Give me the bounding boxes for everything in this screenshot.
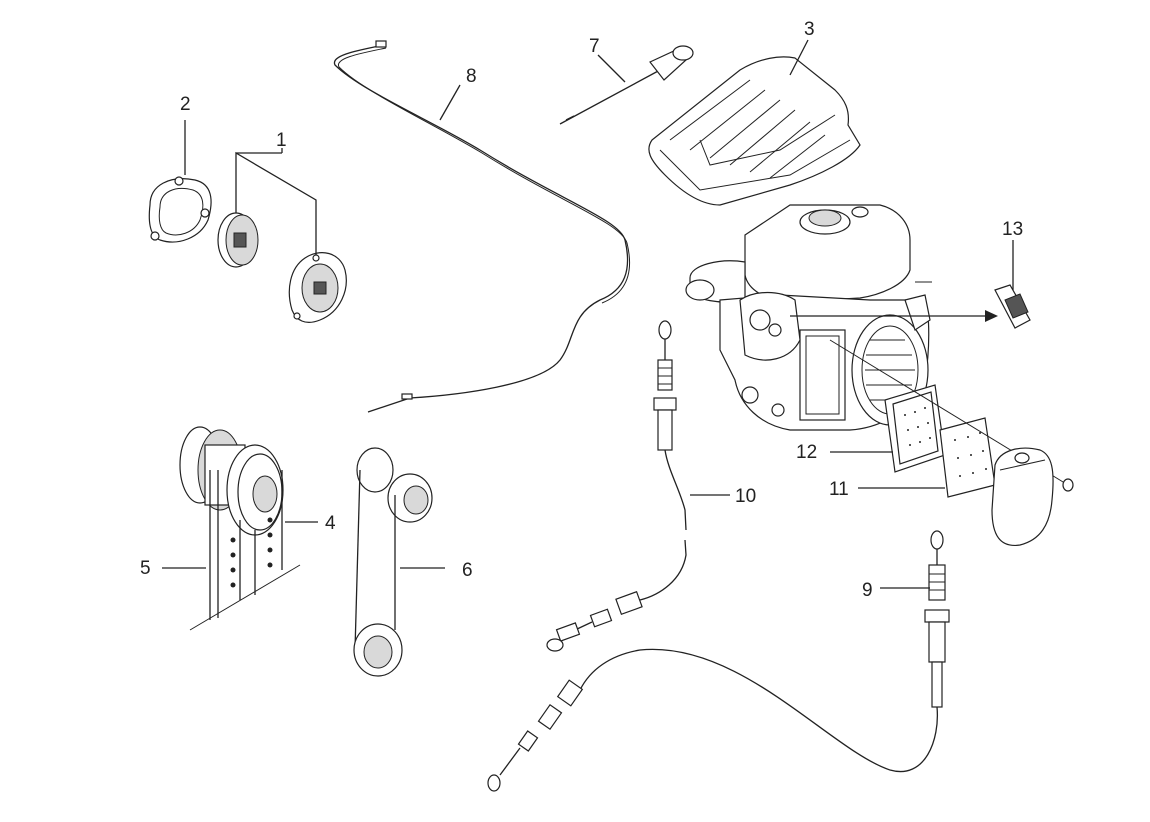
- callout-12: 12: [796, 442, 817, 463]
- spark-plug-arrow: [790, 310, 998, 322]
- callout-3: 3: [804, 19, 815, 40]
- callout-10: 10: [735, 486, 756, 507]
- callout-1: 1: [276, 130, 287, 151]
- part-9-control-cable: [487, 530, 950, 792]
- part-13-spark-plug: [994, 284, 1031, 329]
- part-7-dipstick: [559, 45, 694, 125]
- part-11-pre-filter: [939, 417, 996, 498]
- callout-13: 13: [1002, 219, 1023, 240]
- part-1-pulley-assembly: [217, 212, 347, 323]
- engine-block: [685, 204, 932, 431]
- part-2-gasket: [148, 176, 212, 243]
- leader-8: [439, 84, 461, 121]
- callout-7: 7: [589, 36, 600, 57]
- callout-5: 5: [140, 558, 151, 579]
- callout-6: 6: [462, 560, 473, 581]
- callout-2: 2: [180, 94, 191, 115]
- callout-11: 11: [829, 479, 849, 500]
- part-3-muffler-guard: [648, 56, 861, 206]
- leader-3: [789, 39, 809, 76]
- part-6-belt-pulley: [353, 447, 433, 677]
- part-filter-cover: [991, 447, 1074, 546]
- callout-8: 8: [466, 66, 477, 87]
- leader-7: [597, 54, 626, 83]
- callout-4: 4: [325, 513, 336, 534]
- part-10-throttle-cable: [546, 320, 687, 652]
- leader-1: [235, 151, 317, 255]
- callout-9: 9: [862, 580, 873, 601]
- part-12-air-filter: [884, 384, 946, 473]
- part-8-cable: [333, 40, 631, 413]
- part-4-5-pulleys-belts: [179, 426, 301, 631]
